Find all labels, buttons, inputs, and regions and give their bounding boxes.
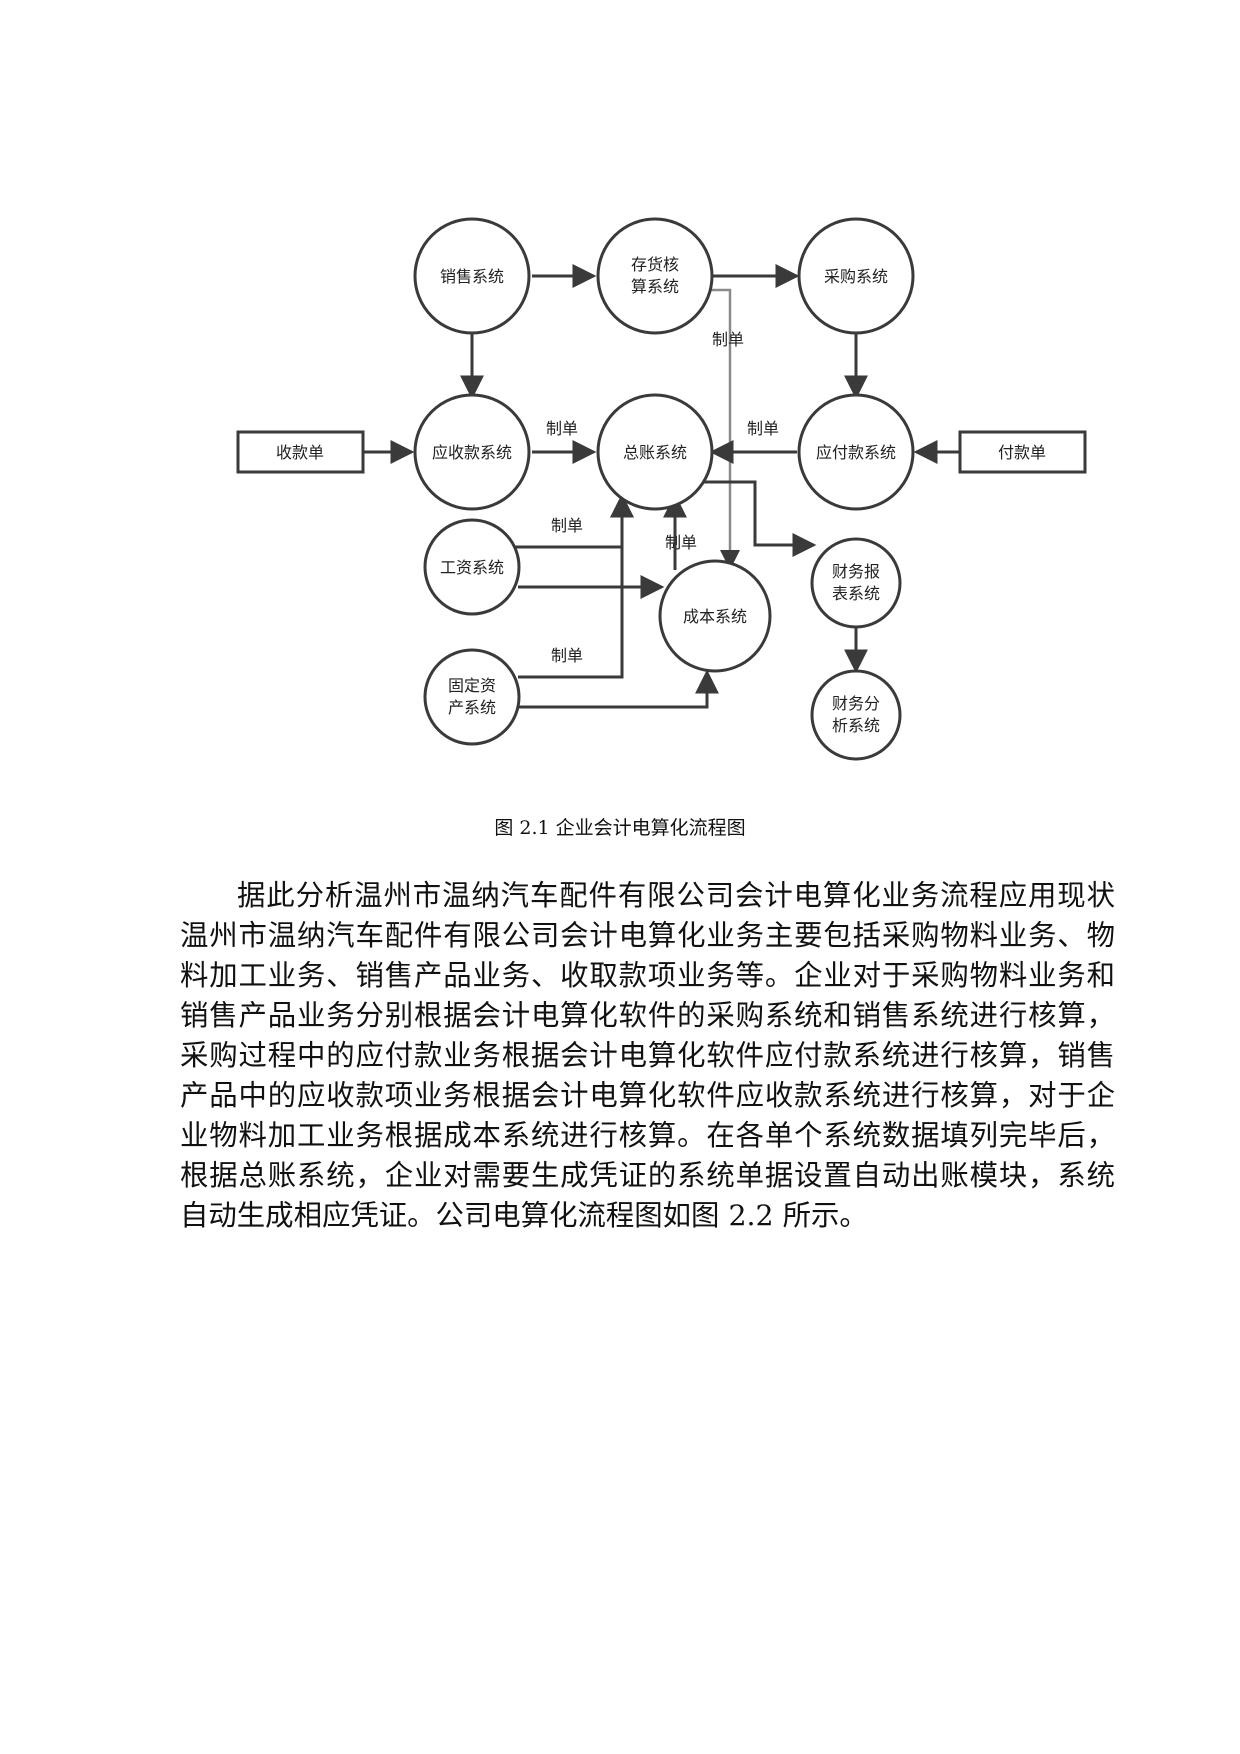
edge-label-payable-ledger: 制单 <box>747 419 779 438</box>
node-cost-circle <box>658 559 772 673</box>
node-label-analysis-2: 析系统 <box>832 716 880 735</box>
node-label-ledger: 总账系统 <box>623 443 687 462</box>
node-sales-circle <box>413 217 531 335</box>
node-label-payable: 应付款系统 <box>816 443 896 462</box>
node-receivable-circle <box>413 393 531 511</box>
node-label-sales: 销售系统 <box>440 267 504 286</box>
body-paragraph: 据此分析温州市温纳汽车配件有限公司会计电算化业务流程应用现状温州市温纳汽车配件有… <box>180 879 1115 1232</box>
node-purchase-circle <box>797 217 915 335</box>
edge-label-fixed-assets-ledger: 制单 <box>551 646 583 665</box>
node-label-inventory-2: 算系统 <box>631 277 679 296</box>
node-receipt-box <box>236 430 365 474</box>
node-payroll-circle <box>423 518 521 616</box>
diagram-edges <box>363 264 960 709</box>
node-label-payment: 付款单 <box>998 443 1046 462</box>
node-label-fixed-assets-1: 固定资 <box>448 676 496 695</box>
node-label-payroll: 工资系统 <box>440 558 504 577</box>
edge-label-receivable-ledger: 制单 <box>546 419 578 438</box>
edge-ledger-to-report <box>690 480 817 557</box>
node-report-circle <box>810 537 902 629</box>
node-label-report-2: 表系统 <box>832 584 880 603</box>
node-payment-box <box>958 430 1087 474</box>
node-label-inventory-1: 存货核 <box>631 255 679 274</box>
edge-label-cost-ledger: 制单 <box>665 533 697 552</box>
edge-labels: 制单 制单 制单 制单 制单 制单 <box>546 330 779 665</box>
node-inventory-circle <box>596 217 714 335</box>
node-fixed-assets-circle <box>423 648 521 746</box>
node-label-report-1: 财务报 <box>832 562 880 581</box>
diagram-nodes <box>236 217 1087 761</box>
node-ledger-circle <box>596 393 714 511</box>
node-analysis-circle <box>810 669 902 761</box>
node-label-analysis-1: 财务分 <box>832 694 880 713</box>
node-label-receipt: 收款单 <box>276 443 324 462</box>
node-label-receivable: 应收款系统 <box>432 443 512 462</box>
node-label-fixed-assets-2: 产系统 <box>448 698 496 717</box>
node-label-purchase: 采购系统 <box>824 267 888 286</box>
accounting-flow-diagram: 制单 制单 制单 制单 制单 制单 销售系统 存货核 算系统 采购系统 应收款系… <box>236 217 1087 761</box>
edge-fixed-assets-to-cost <box>518 669 719 709</box>
figure-caption: 图 2.1 企业会计电算化流程图 <box>494 817 746 839</box>
node-payable-circle <box>797 393 915 511</box>
edge-label-inventory-cost: 制单 <box>712 330 744 349</box>
edge-label-payroll-ledger: 制单 <box>551 516 583 535</box>
node-labels: 销售系统 存货核 算系统 采购系统 应收款系统 总账系统 应付款系统 收款单 付… <box>276 255 1046 735</box>
edge-fixed-assets-to-ledger <box>518 493 634 679</box>
node-label-cost: 成本系统 <box>683 607 747 626</box>
